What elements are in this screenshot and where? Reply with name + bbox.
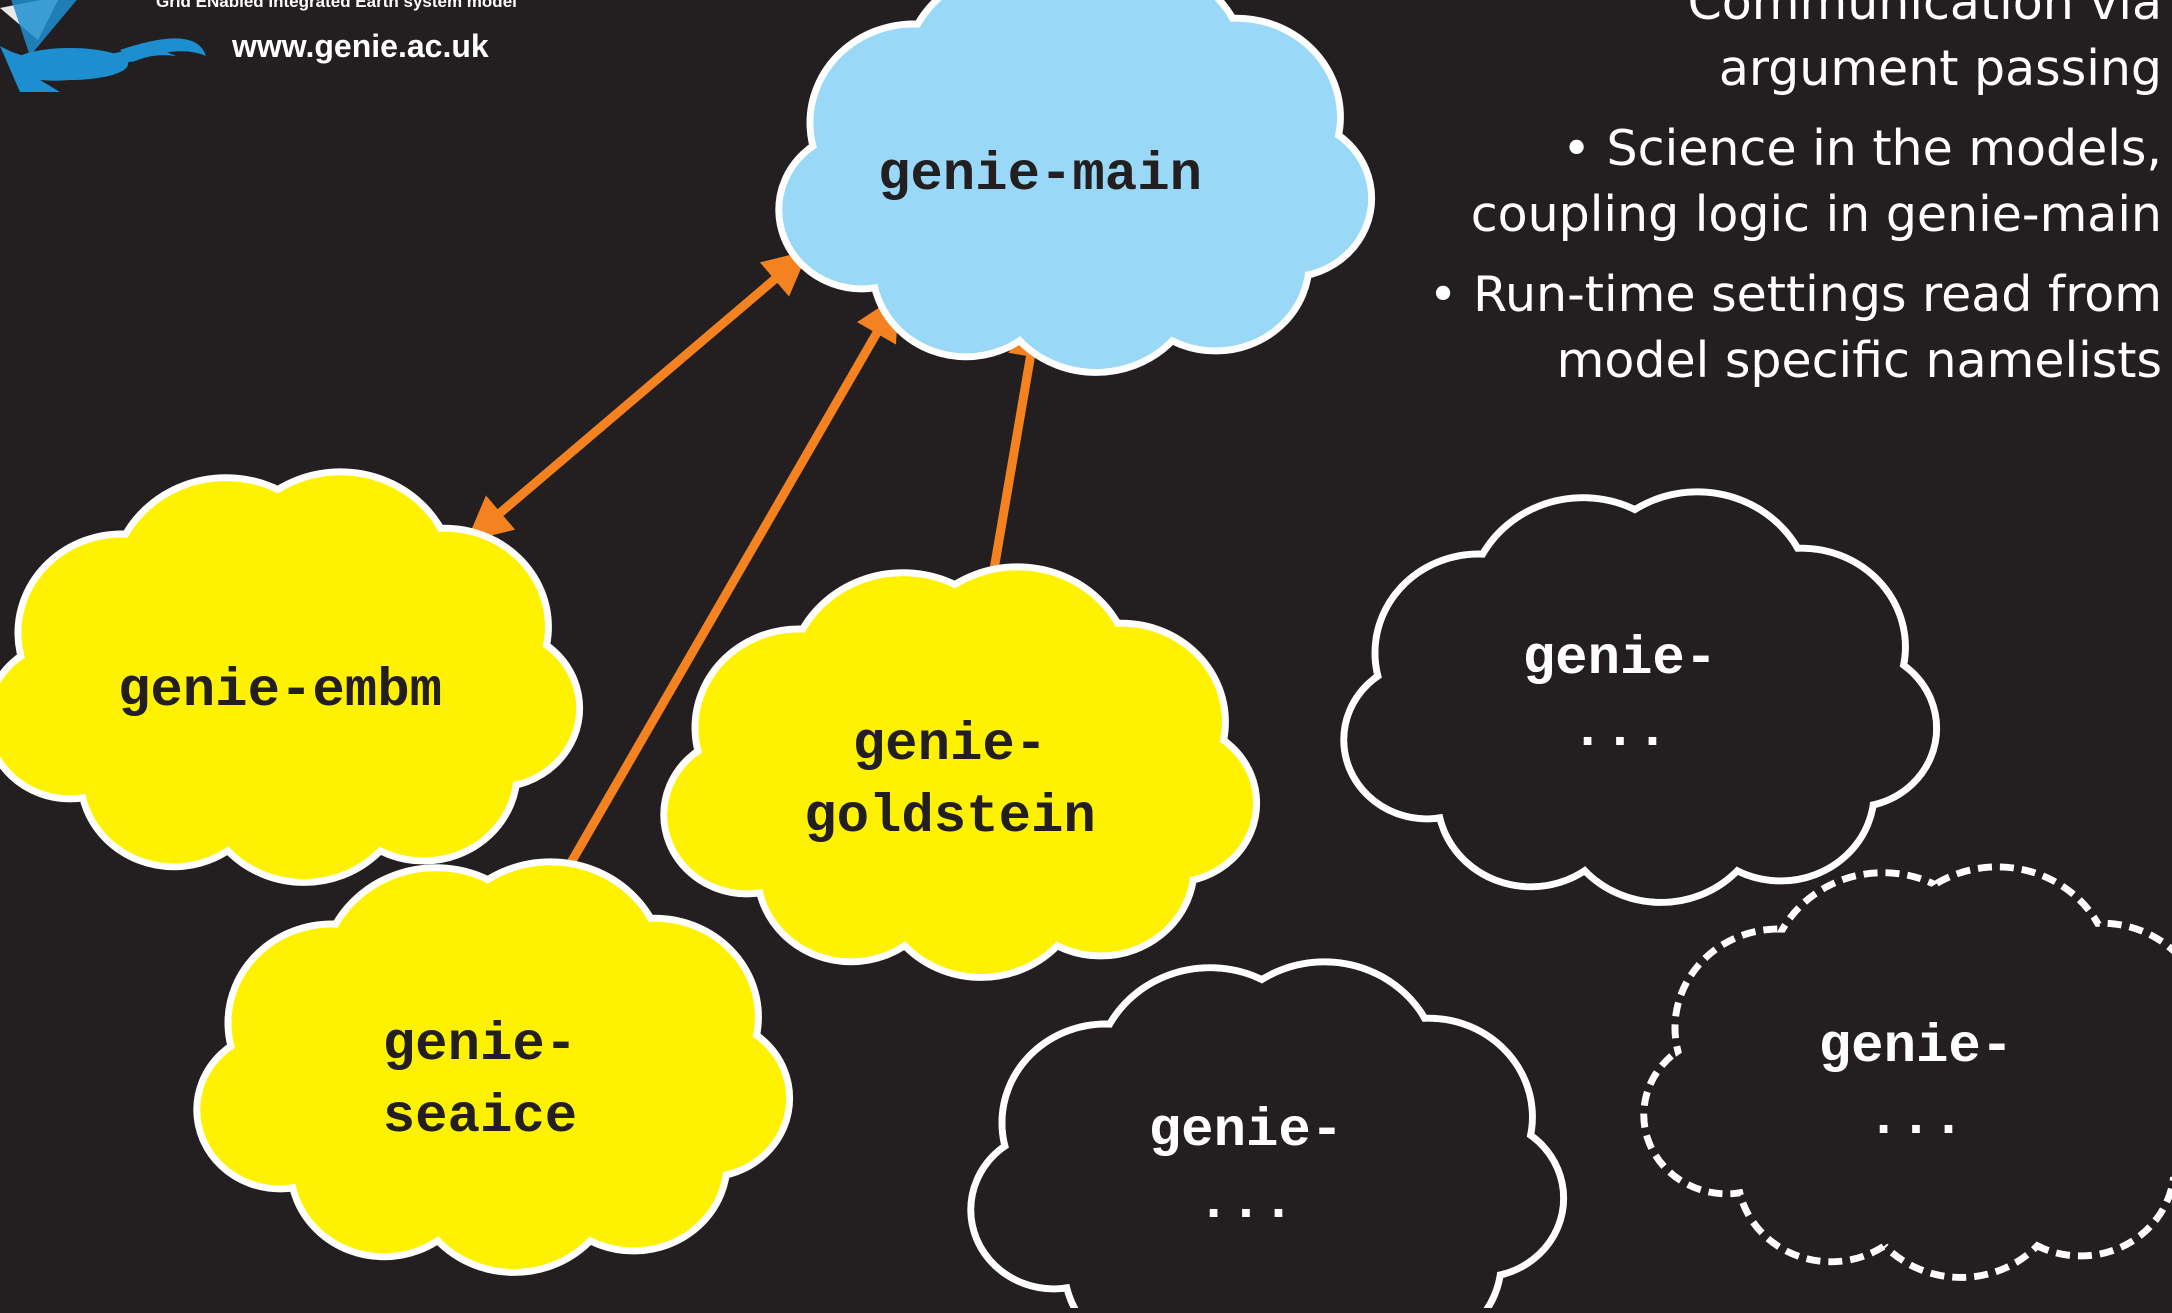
label-genie-goldstein-line-1: genie-: [852, 715, 1048, 776]
label-genie-embm-line: genie-embm: [117, 661, 443, 722]
label-genie-other-1-line-2: ...: [1571, 701, 1669, 762]
site-header: Grid ENabled Integrated Earth system mod…: [0, 0, 640, 110]
label-genie-other-3: genie- ...: [1716, 1012, 2116, 1156]
cloud-genie-other-2: [967, 958, 1568, 1313]
bullet-runtime-line-1: • Run-time settings read from: [1428, 266, 2162, 323]
bullet-communication-line-2: argument passing: [1718, 40, 2162, 97]
cloud-genie-seaice: [193, 858, 794, 1276]
label-genie-other-2: genie- ...: [1046, 1096, 1446, 1240]
cloud-genie-embm: [0, 468, 584, 886]
label-genie-goldstein-line-2: goldstein: [804, 787, 1096, 848]
label-genie-seaice-line-2: seaice: [382, 1087, 578, 1148]
project-url: www.genie.ac.uk: [232, 28, 489, 64]
cloud-genie-main: [775, 0, 1376, 376]
label-genie-seaice-line-1: genie-: [382, 1015, 578, 1076]
label-genie-goldstein: genie- goldstein: [730, 710, 1170, 854]
cloud-genie-goldstein: [660, 563, 1261, 981]
label-genie-other-1-line-1: genie-: [1522, 629, 1718, 690]
arrow-main-embm: [466, 250, 809, 542]
cloud-genie-other-3: [1640, 863, 2172, 1281]
bullet-science-line-1: • Science in the models,: [1562, 120, 2162, 177]
label-genie-other-1: genie- ...: [1420, 624, 1820, 768]
label-genie-other-2-line-2: ...: [1197, 1173, 1295, 1234]
label-genie-embm: genie-embm: [40, 656, 520, 728]
bullet-communication-line-1: Communication via: [1687, 0, 2162, 31]
bullet-runtime-line-2: model specific namelists: [1556, 332, 2162, 389]
label-genie-main: genie-main: [820, 140, 1260, 212]
label-genie-seaice: genie- seaice: [280, 1010, 680, 1154]
label-genie-other-3-line-2: ...: [1867, 1089, 1965, 1150]
label-genie-other-3-line-1: genie-: [1818, 1017, 2014, 1078]
label-genie-other-2-line-1: genie-: [1148, 1101, 1344, 1162]
project-tagline: Grid ENabled Integrated Earth system mod…: [156, 0, 517, 11]
cloud-genie-other-1: [1340, 488, 1941, 906]
bullet-list: Communication via argument passing • Sci…: [1282, 0, 2162, 394]
label-genie-main-line: genie-main: [877, 145, 1203, 206]
genie-lamp-logo: [0, 0, 206, 92]
bullet-science-line-2: coupling logic in genie-main: [1470, 186, 2162, 243]
arrow-main-seaice: [526, 294, 899, 941]
